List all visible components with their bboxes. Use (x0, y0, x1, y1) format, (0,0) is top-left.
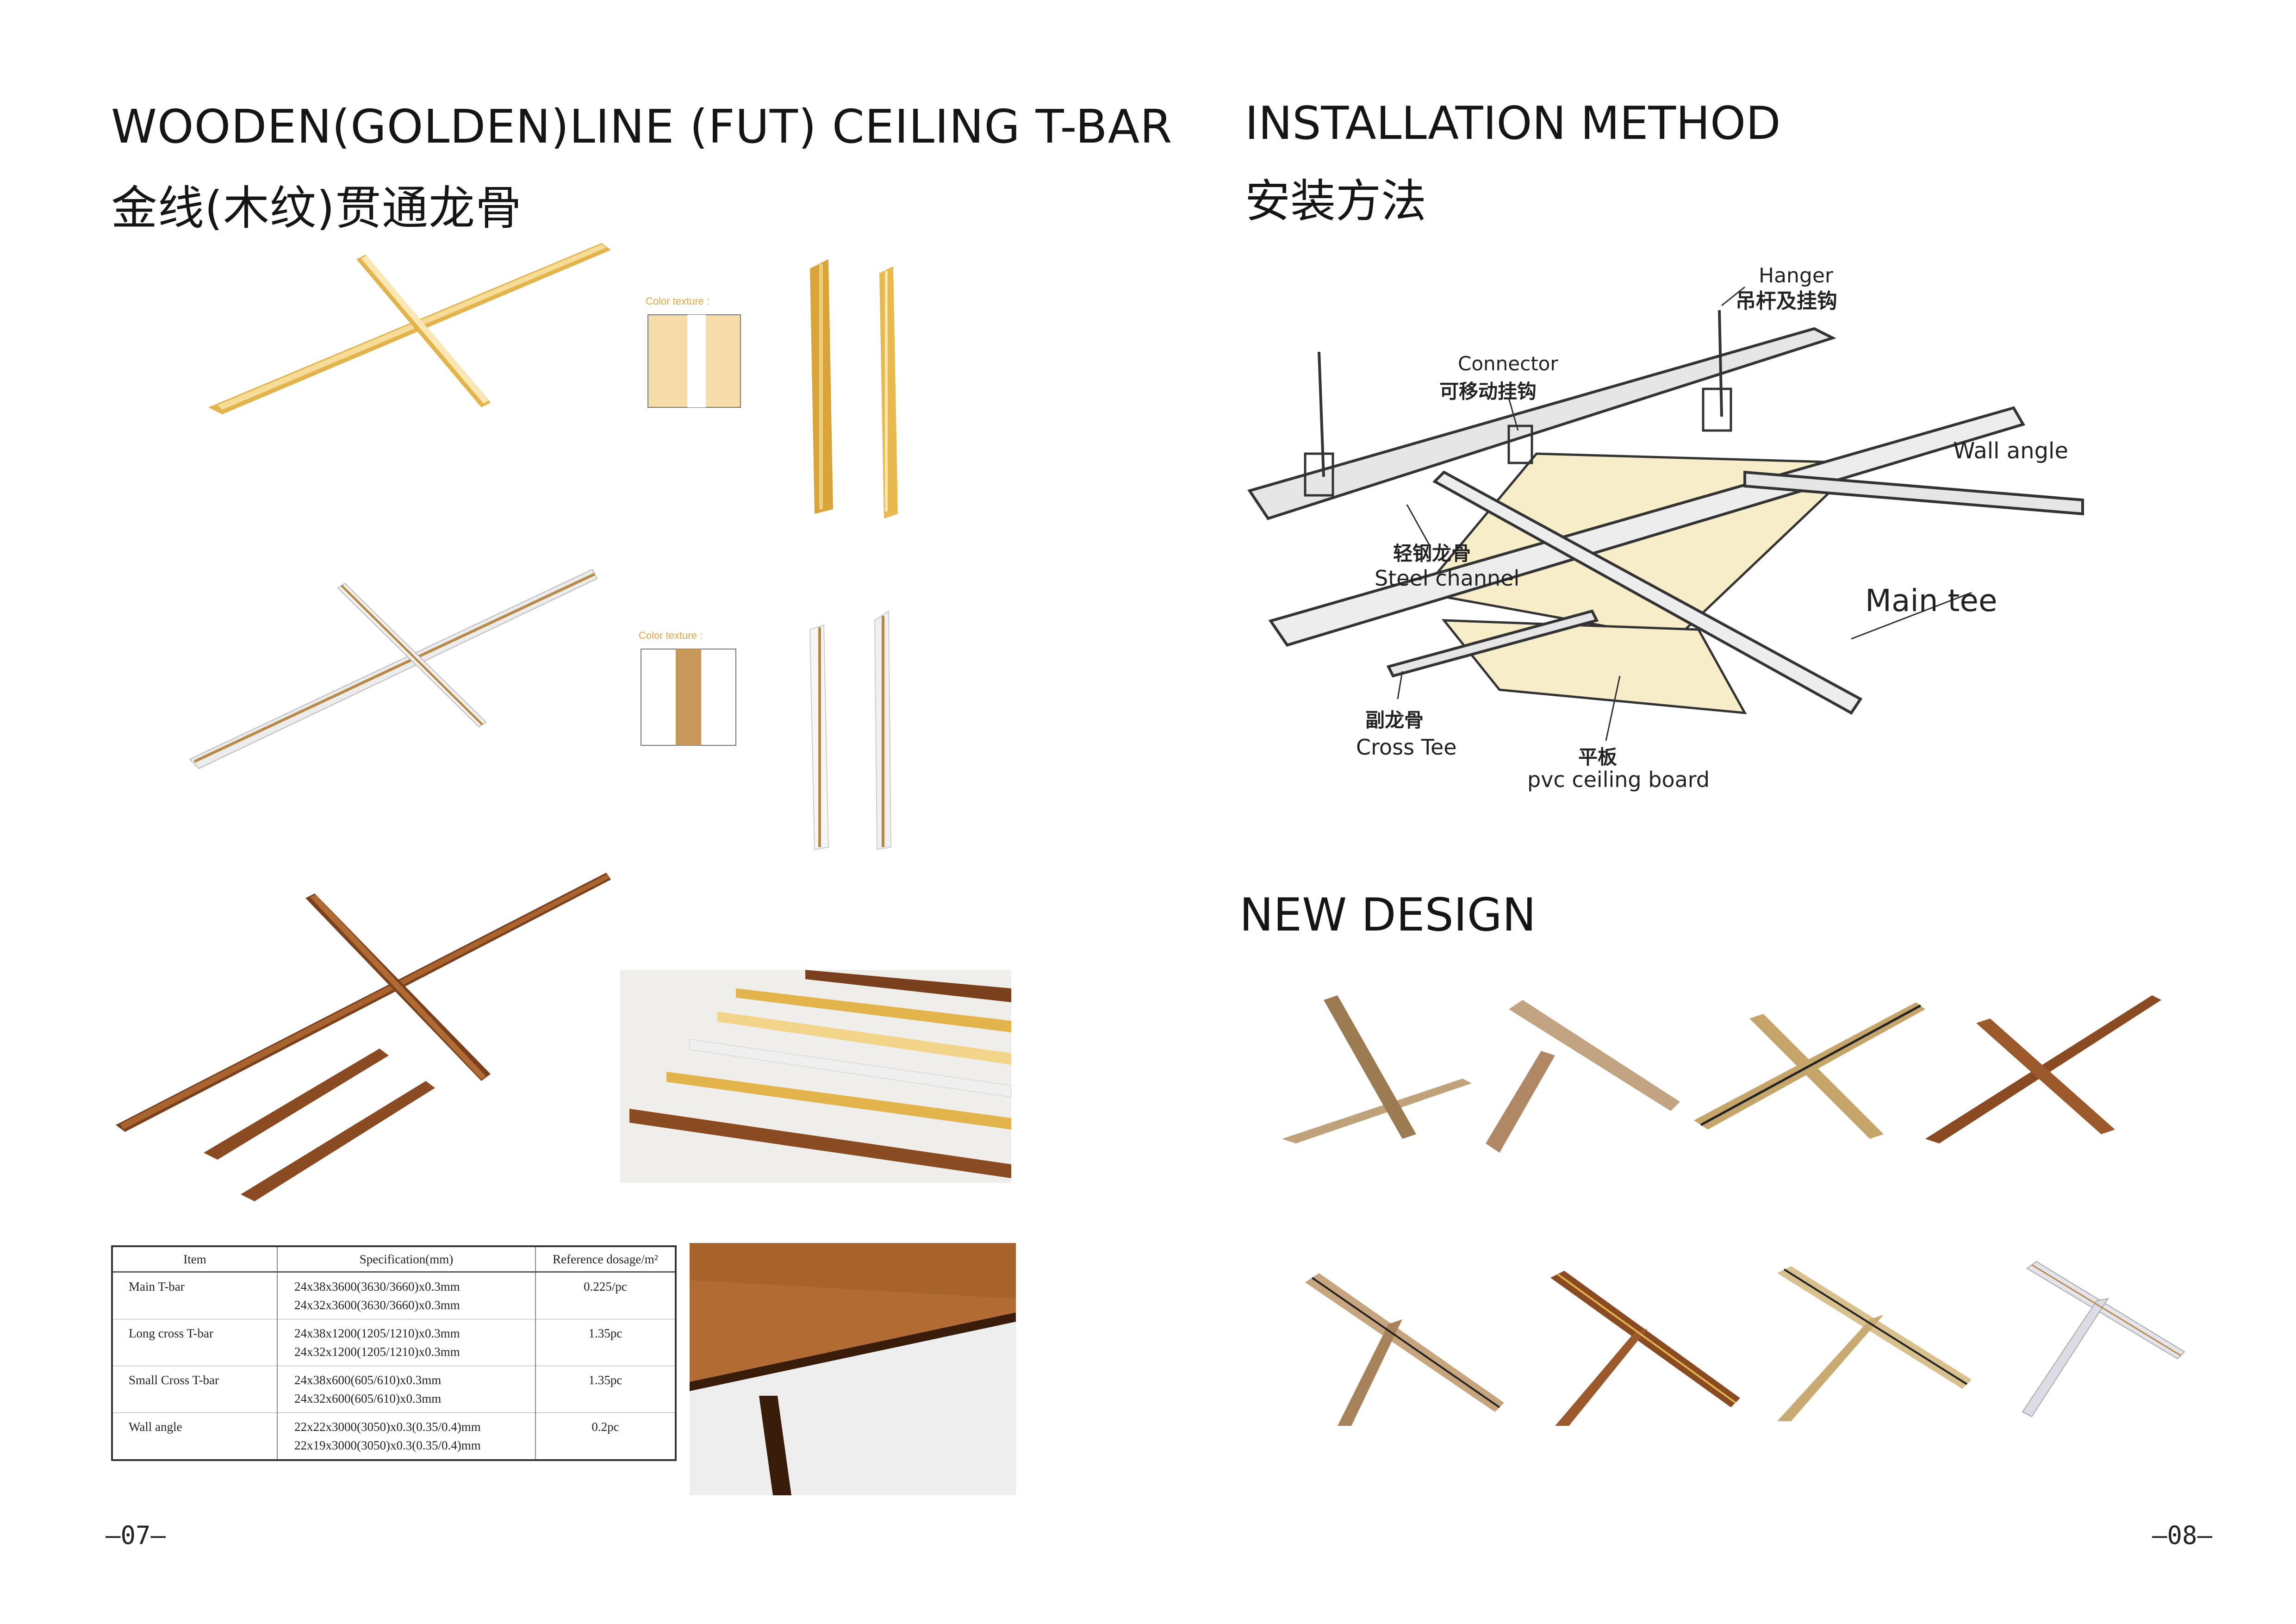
tbar-samples-photo (620, 970, 1012, 1183)
label-main-tee: Main tee (1865, 583, 1997, 618)
table-cell-dose: 1.35pc (535, 1366, 676, 1413)
white-tbar-side-image (809, 610, 892, 850)
label-cross-tee: Cross Tee (1356, 735, 1457, 760)
label-hanger: Hanger (1759, 264, 1834, 287)
table-row: Long cross T-bar 24x38x1200(1205/1210)x0… (112, 1319, 676, 1366)
label-steel-channel-cn: 轻钢龙骨 (1393, 542, 1471, 565)
label-cross-tee-cn: 副龙骨 (1365, 709, 1424, 731)
table-cell-item: Wall angle (112, 1412, 278, 1460)
specification-table: Item Specification(mm) Reference dosage/… (111, 1245, 677, 1461)
table-header-spec: Specification(mm) (277, 1246, 536, 1273)
table-header-dosage: Reference dosage/m² (535, 1246, 676, 1273)
golden-tbar-cross-image (208, 243, 611, 414)
color-swatch-golden: Color texture : (646, 295, 741, 408)
right-title-cn: 安装方法 (1245, 175, 1427, 228)
spec-line: 24x32x3600(3630/3660)x0.3mm (294, 1298, 460, 1312)
table-cell-spec: 24x38x3600(3630/3660)x0.3mm 24x32x3600(36… (277, 1272, 536, 1319)
new-design-tbar-6 (1550, 1271, 1740, 1426)
table-cell-spec: 24x38x600(605/610)x0.3mm 24x32x600(605/61… (277, 1366, 536, 1413)
table-cell-dose: 0.2pc (535, 1412, 676, 1460)
spec-line: 22x22x3000(3050)x0.3(0.35/0.4)mm (294, 1420, 481, 1434)
table-row: Wall angle 22x22x3000(3050)x0.3(0.35/0.4… (112, 1412, 676, 1460)
new-design-title: NEW DESIGN (1239, 889, 1537, 942)
new-design-tbar-3 (1694, 1002, 1925, 1139)
new-design-tbar-5 (1305, 1273, 1504, 1426)
swatch-label-1: Color texture : (646, 295, 709, 307)
spec-line: 24x38x1200(1205/1210)x0.3mm (294, 1326, 460, 1340)
left-page-number: –07– (106, 1521, 166, 1550)
golden-tbar-side-image (810, 259, 898, 518)
new-design-tbar-4 (1925, 995, 2161, 1143)
new-design-tbar-2 (1486, 1000, 1680, 1153)
spec-line: 24x32x600(605/610)x0.3mm (294, 1392, 442, 1405)
swatch-label-2: Color texture : (639, 630, 703, 641)
label-hanger-cn: 吊杆及挂钩 (1736, 289, 1837, 313)
table-cell-item: Main T-bar (112, 1272, 278, 1319)
table-cell-item: Long cross T-bar (112, 1319, 278, 1366)
table-row: Small Cross T-bar 24x38x600(605/610)x0.3… (112, 1366, 676, 1413)
spec-line: 24x38x3600(3630/3660)x0.3mm (294, 1280, 460, 1293)
new-design-tbar-8 (2022, 1261, 2185, 1418)
label-board: pvc ceiling board (1527, 767, 1710, 792)
installation-diagram: Hanger 吊杆及挂钩 Connector 可移动挂钩 Wall angle … (1247, 264, 2084, 792)
table-cell-dose: 0.225/pc (535, 1272, 676, 1319)
spec-line: 24x38x600(605/610)x0.3mm (294, 1373, 442, 1387)
new-design-tbar-1 (1282, 995, 1472, 1143)
left-title-cn: 金线(木纹)贯通龙骨 (111, 181, 523, 235)
table-cell-spec: 24x38x1200(1205/1210)x0.3mm 24x32x1200(12… (277, 1319, 536, 1366)
right-title-en: INSTALLATION METHOD (1245, 97, 1781, 150)
left-title-en: WOODEN(GOLDEN)LINE (FUT) CEILING T-BAR (111, 100, 1173, 154)
table-cell-dose: 1.35pc (535, 1319, 676, 1366)
wood-tbar-cross-image (116, 873, 611, 1201)
new-design-tbar-7 (1777, 1266, 1972, 1421)
table-cell-spec: 22x22x3000(3050)x0.3(0.35/0.4)mm 22x19x30… (277, 1412, 536, 1460)
label-connector-cn: 可移动挂钩 (1439, 380, 1537, 403)
white-tbar-cross-image (189, 568, 598, 769)
color-swatch-white: Color texture : (639, 630, 736, 746)
spec-line: 22x19x3000(3050)x0.3(0.35/0.4)mm (294, 1438, 481, 1452)
right-page-number: –08– (2152, 1521, 2213, 1550)
wood-board-photo (690, 1243, 1016, 1495)
label-board-cn: 平板 (1578, 746, 1617, 768)
label-connector: Connector (1458, 352, 1558, 375)
table-header-item: Item (112, 1246, 278, 1273)
table-cell-item: Small Cross T-bar (112, 1366, 278, 1413)
label-wall-angle: Wall angle (1953, 438, 2068, 464)
spec-line: 24x32x1200(1205/1210)x0.3mm (294, 1345, 460, 1359)
label-steel-channel: Steel channel (1375, 566, 1519, 591)
